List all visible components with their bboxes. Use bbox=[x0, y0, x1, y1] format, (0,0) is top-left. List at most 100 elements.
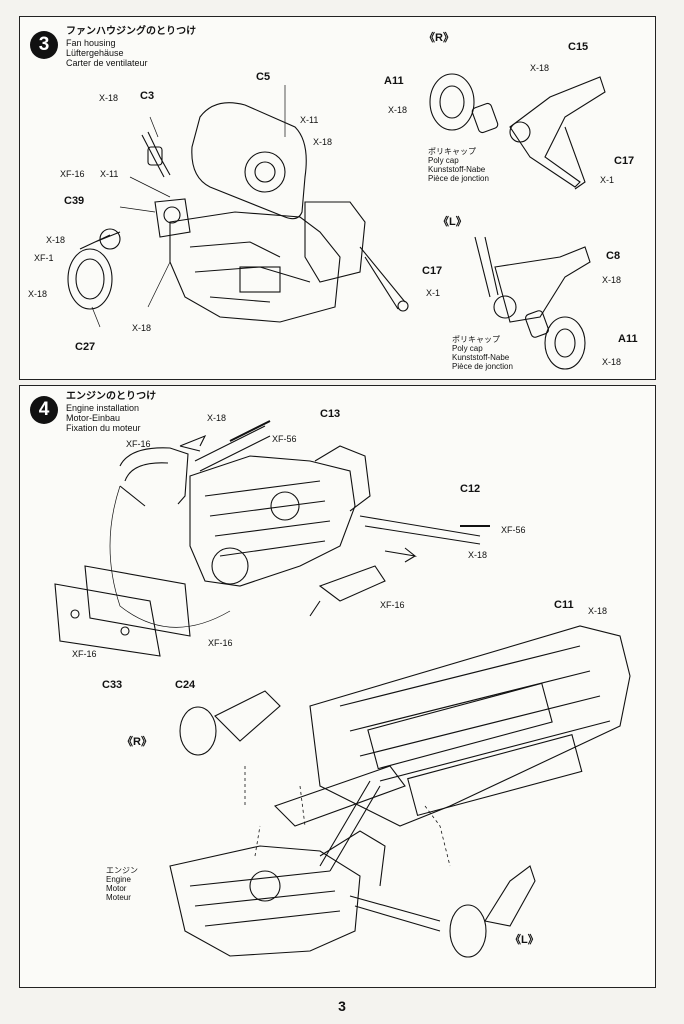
label-x18-a11-r: X-18 bbox=[388, 105, 408, 115]
r-arm-assembly bbox=[214, 690, 281, 742]
leader-c27 bbox=[91, 306, 101, 328]
step-number-badge: 4 bbox=[30, 396, 58, 424]
label-l-side: 《L》 bbox=[438, 216, 467, 228]
exhaust-pipe-shape bbox=[119, 447, 189, 505]
l-polycap-shape bbox=[525, 310, 549, 338]
polycap-note-l: ポリキャップ Poly cap Kunststoff-Nabe Pièce de… bbox=[452, 335, 513, 371]
label-c11: C11 bbox=[554, 599, 574, 611]
spring-coils bbox=[229, 420, 490, 527]
c3-cap bbox=[147, 146, 163, 166]
l-strut-c17 bbox=[474, 236, 499, 298]
label-xf1: XF-1 bbox=[34, 253, 54, 263]
step-title-fr: Carter de ventilateur bbox=[66, 58, 148, 68]
fan-housing-diagram bbox=[67, 73, 606, 370]
fan-pulley-shape bbox=[244, 151, 286, 193]
step-title-de: Lüftergehäuse bbox=[66, 48, 124, 58]
engine-lower-fan bbox=[249, 870, 281, 902]
label-c24: C24 bbox=[175, 679, 196, 691]
label-x18-c8: X-18 bbox=[602, 275, 622, 285]
label-x18-c12: X-18 bbox=[468, 550, 488, 560]
r-wheel-hub-inner bbox=[439, 85, 465, 119]
page-number: 3 bbox=[338, 998, 346, 1014]
fan-belt-shape bbox=[79, 231, 121, 250]
step-number-badge: 3 bbox=[30, 31, 58, 59]
label-x11-top: X-11 bbox=[300, 115, 319, 125]
engine-fan bbox=[270, 491, 300, 521]
step-title-en: Fan housing bbox=[66, 38, 116, 48]
frame-arm bbox=[319, 780, 381, 872]
engine-jp: エンジン bbox=[106, 866, 138, 875]
shaft-c12-shape bbox=[359, 515, 481, 545]
l-arm-assembly bbox=[484, 865, 536, 927]
chassis-ribs bbox=[339, 645, 611, 782]
engine-de: Motor bbox=[106, 884, 127, 893]
label-c33: C33 bbox=[102, 679, 123, 691]
label-c17-r: C17 bbox=[614, 155, 635, 167]
polycap-fr-l: Pièce de jonction bbox=[452, 362, 513, 371]
l-wheel-hub-shape bbox=[544, 316, 586, 370]
bumper-c33-shape bbox=[54, 583, 161, 657]
engine-upper-shape bbox=[189, 455, 356, 587]
muffler-shape bbox=[318, 565, 386, 602]
label-x18-c15: X-18 bbox=[530, 63, 550, 73]
label-x18-bottom: X-18 bbox=[132, 323, 152, 333]
belt-pulley-small bbox=[99, 228, 121, 250]
chassis-panel-2 bbox=[407, 734, 583, 817]
guide-lines bbox=[244, 766, 451, 867]
rear-frame-shape bbox=[273, 765, 406, 827]
label-xf16-c24: XF-16 bbox=[208, 638, 233, 648]
label-r-side: 《R》 bbox=[424, 32, 454, 44]
label-xf16-top: XF-16 bbox=[126, 439, 151, 449]
r-strut-c17 bbox=[564, 126, 586, 190]
label-x18-a11-l: X-18 bbox=[602, 357, 622, 367]
c27-pulley-inner bbox=[75, 258, 105, 300]
label-xf16: XF-16 bbox=[60, 169, 85, 179]
polycap-jp-l: ポリキャップ bbox=[452, 335, 500, 344]
engine-en: Engine bbox=[106, 875, 131, 884]
chassis-panel-1 bbox=[367, 682, 553, 770]
engine-note: エンジン Engine Motor Moteur bbox=[106, 866, 138, 902]
exhaust-tail bbox=[119, 485, 146, 507]
label-c39: C39 bbox=[64, 195, 85, 207]
l-wheel-hub-inner bbox=[554, 328, 576, 358]
label-c13: C13 bbox=[320, 408, 341, 420]
step-title-jp: ファンハウジングのとりつけ bbox=[66, 26, 197, 37]
fan-housing-shape bbox=[191, 102, 307, 220]
r-polycap-shape bbox=[471, 102, 499, 134]
c39-shape bbox=[154, 198, 191, 238]
engine-lower-fins bbox=[189, 870, 341, 927]
label-x1-l: X-1 bbox=[426, 288, 441, 298]
c39-cylinder bbox=[163, 206, 181, 224]
step-3-panel: 3 ファンハウジングのとりつけ Fan housing Lüftergehäus… bbox=[19, 16, 656, 380]
label-c27: C27 bbox=[75, 341, 96, 353]
engine-case-shape bbox=[239, 266, 281, 293]
polycap-de-l: Kunststoff-Nabe bbox=[452, 353, 510, 362]
r-hub-assembly bbox=[179, 706, 217, 756]
step-title-en: Engine installation bbox=[66, 403, 140, 413]
step-3-titles: ファンハウジングのとりつけ Fan housing Lüftergehäuse … bbox=[66, 26, 197, 69]
bumper-hole-2 bbox=[120, 626, 130, 636]
engine-fins bbox=[204, 480, 331, 557]
label-x18-left2: X-18 bbox=[28, 289, 48, 299]
label-c5: C5 bbox=[256, 71, 271, 83]
label-xf16-c33: XF-16 bbox=[72, 649, 97, 659]
label-x18-c3: X-18 bbox=[99, 93, 119, 103]
label-xf56-top: XF-56 bbox=[272, 434, 297, 444]
label-x18-c11: X-18 bbox=[588, 606, 608, 616]
label-c8: C8 bbox=[606, 250, 621, 262]
engine-detail-lines bbox=[189, 241, 311, 303]
label-x18-top: X-18 bbox=[313, 137, 333, 147]
chassis-c11-shape bbox=[309, 625, 631, 827]
label-c3: C3 bbox=[140, 90, 155, 102]
leader-c3 bbox=[149, 116, 159, 138]
label-l-side: 《L》 bbox=[510, 934, 539, 946]
engine-lower-shape bbox=[169, 845, 361, 957]
label-x18-c13: X-18 bbox=[207, 413, 227, 423]
label-a11-r: A11 bbox=[384, 75, 404, 87]
label-c15: C15 bbox=[568, 41, 589, 53]
engine-block-shape bbox=[169, 211, 341, 323]
bumper-c24-shape bbox=[84, 565, 191, 637]
label-xf56-right: XF-56 bbox=[501, 525, 526, 535]
transmission-shape bbox=[304, 201, 366, 283]
label-x1-r: X-1 bbox=[600, 175, 615, 185]
